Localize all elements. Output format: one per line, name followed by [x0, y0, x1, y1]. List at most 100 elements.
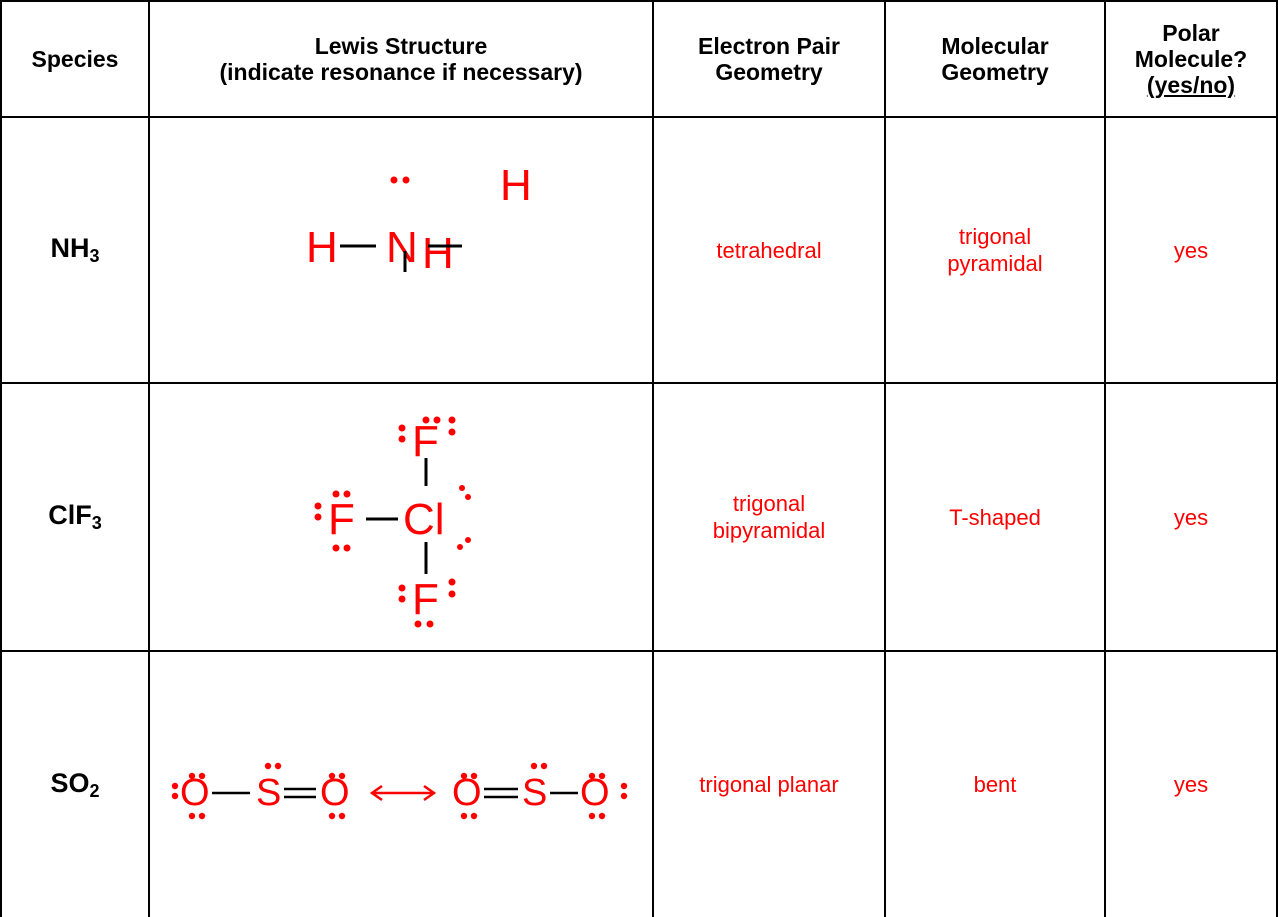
lone-pair-dot — [620, 782, 628, 790]
table-border-right — [1276, 0, 1278, 917]
atom-h: H — [306, 223, 338, 272]
atom-h: H — [500, 161, 532, 210]
species-cell: SO2 — [2, 652, 148, 917]
header-electron-pair-geometry: Electron Pair Geometry — [654, 2, 884, 116]
lone-pair-dot — [398, 584, 406, 592]
lone-pair-dot — [598, 812, 606, 820]
lone-pair-dot — [314, 502, 322, 510]
lone-pair-dot — [588, 812, 596, 820]
molecular-geometry-cell: trigonal pyramidal — [886, 118, 1104, 382]
lone-pair-dot — [398, 424, 406, 432]
lone-pair-dot — [422, 416, 430, 424]
electron-geometry-line1: trigonal planar — [699, 772, 839, 797]
header-lewis-structure: Lewis Structure (indicate resonance if n… — [150, 2, 652, 116]
lone-pair-dot — [332, 490, 340, 498]
electron-geometry-line2: bipyramidal — [712, 518, 826, 543]
column-divider — [1104, 0, 1106, 917]
atom-s: S — [256, 772, 281, 814]
atom-o: O — [452, 772, 482, 814]
lone-pair-dot — [198, 772, 206, 780]
header-species: Species — [2, 2, 148, 116]
polar-value: yes — [1173, 772, 1209, 797]
lone-pair-dot — [470, 812, 478, 820]
species-formula: NH3 — [50, 233, 100, 266]
polar-value: yes — [1173, 504, 1209, 530]
atom-h: H — [422, 229, 454, 278]
lewis-structure-so2: O S O O S O — [171, 762, 628, 820]
lewis-structure-clf3: F F Cl F — [314, 416, 471, 628]
polar-cell: yes — [1106, 652, 1276, 917]
lone-pair-dot — [328, 812, 336, 820]
row-divider — [0, 650, 1278, 652]
lone-pair-dot — [540, 762, 548, 770]
polar-value: yes — [1173, 237, 1209, 263]
atom-s: S — [522, 772, 547, 814]
lone-pair-dot — [457, 544, 463, 550]
lone-pair-dot — [390, 176, 398, 184]
atom-f-left: F — [328, 495, 355, 544]
lone-pair-dot — [264, 762, 272, 770]
lone-pair-dot — [448, 578, 456, 586]
header-electron-line1: Electron Pair — [698, 33, 840, 59]
lone-pair-dot — [338, 772, 346, 780]
header-lewis-line1: Lewis Structure — [314, 33, 488, 59]
header-lewis-line2: (indicate resonance if necessary) — [219, 59, 583, 85]
species-formula: ClF3 — [48, 500, 102, 533]
lone-pair-dot — [274, 762, 282, 770]
lone-pair-dot — [414, 620, 422, 628]
atom-o: O — [180, 772, 210, 814]
lone-pair-dot — [426, 620, 434, 628]
header-molecular-line1: Molecular — [941, 33, 1049, 59]
polar-cell: yes — [1106, 118, 1276, 382]
lone-pair-dot — [402, 176, 410, 184]
header-molecular-line2: Geometry — [941, 59, 1049, 85]
atom-f-top: F — [412, 417, 439, 466]
molecular-geometry-line2: pyramidal — [947, 251, 1043, 276]
lone-pair-dot — [188, 772, 196, 780]
species-cell: ClF3 — [2, 384, 148, 650]
lone-pair-dot — [398, 435, 406, 443]
molecular-geometry-line1: bent — [973, 772, 1017, 797]
lone-pair-dot — [588, 772, 596, 780]
header-polar-molecule: Polar Molecule? (yes/no) — [1106, 2, 1276, 116]
atom-f-bottom: F — [412, 575, 439, 624]
electron-geometry-line1: trigonal — [732, 491, 806, 516]
lone-pair-dot — [314, 513, 322, 521]
header-species-label: Species — [31, 46, 119, 72]
lone-pair-dot — [470, 772, 478, 780]
lone-pair-dot — [338, 812, 346, 820]
lone-pair-dot — [171, 782, 179, 790]
lone-pair-dot — [343, 544, 351, 552]
atom-o: O — [580, 772, 610, 814]
lone-pair-dot — [598, 772, 606, 780]
lone-pair-dot — [328, 772, 336, 780]
electron-geometry-cell: trigonal planar — [654, 652, 884, 917]
electron-geometry-cell: tetrahedral — [654, 118, 884, 382]
molecular-geometry-cell: bent — [886, 652, 1104, 917]
species-formula: SO2 — [50, 767, 100, 801]
polar-cell: yes — [1106, 384, 1276, 650]
lone-pair-dot — [198, 812, 206, 820]
header-polar-line2: Molecule? — [1134, 46, 1248, 72]
atom-o: O — [320, 772, 350, 814]
header-electron-line2: Geometry — [715, 59, 823, 85]
atom-n: N — [386, 223, 418, 272]
row-divider — [0, 116, 1278, 118]
resonance-arrow — [369, 784, 437, 802]
molecular-geometry-cell: T-shaped — [886, 384, 1104, 650]
lone-pair-dot — [465, 537, 471, 543]
table-border-top — [0, 0, 1278, 2]
header-polar-line3: (yes/no) — [1146, 72, 1236, 98]
lone-pair-dot — [171, 792, 179, 800]
column-divider — [652, 0, 654, 917]
lone-pair-dot — [398, 595, 406, 603]
lone-pair-dot — [448, 428, 456, 436]
column-divider — [884, 0, 886, 917]
header-polar-line1: Polar — [1162, 20, 1220, 46]
lewis-structure-nh3: H N H H — [306, 161, 532, 278]
column-divider — [148, 0, 150, 917]
species-cell: NH3 — [2, 118, 148, 382]
row-divider — [0, 382, 1278, 384]
electron-geometry-line1: tetrahedral — [716, 237, 822, 263]
molecular-geometry-line1: T-shaped — [949, 504, 1041, 530]
